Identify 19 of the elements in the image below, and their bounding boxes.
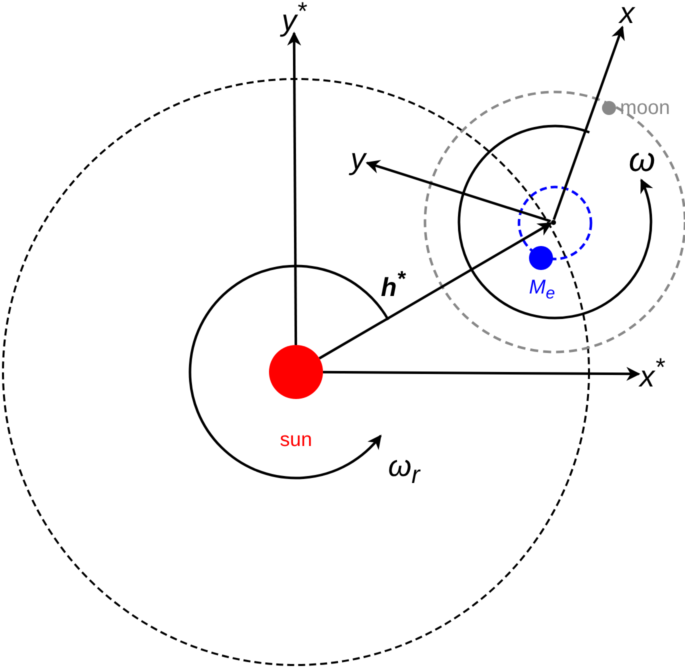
origin-point xyxy=(550,220,556,224)
node-caption: M$_{e}$ xyxy=(529,278,555,302)
axis-label: y$^{*}$ xyxy=(282,0,306,36)
moon-dot xyxy=(602,101,616,115)
axis-label: y xyxy=(350,145,366,175)
earth-mass-dot xyxy=(529,246,553,270)
arrow xyxy=(366,160,551,222)
sun-dot xyxy=(269,345,323,399)
axis-label: x$^{*}$ xyxy=(640,356,664,392)
symbol-label: ω xyxy=(628,143,656,177)
symbol-label: ω$_{r}$ xyxy=(388,452,420,488)
arrow xyxy=(323,366,640,381)
node-caption: moon xyxy=(620,98,670,118)
node-caption: sun xyxy=(280,430,312,450)
edge-label: h$^{*}$ xyxy=(380,268,406,300)
arrow xyxy=(552,26,625,220)
axis-label: x xyxy=(620,0,634,29)
arrow xyxy=(287,32,302,345)
arrow xyxy=(318,222,552,360)
